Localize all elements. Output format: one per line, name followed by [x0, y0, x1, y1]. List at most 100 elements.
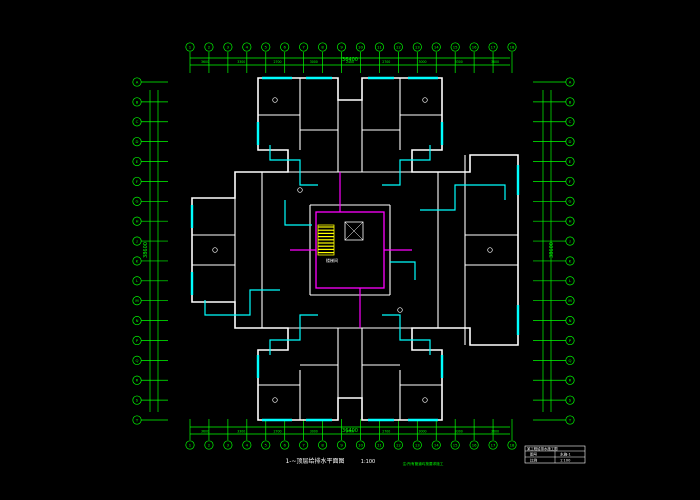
top-segment-dimension: 2700 [382, 60, 390, 64]
axis-letter-left: M [135, 298, 138, 303]
axis-number-bottom: 18 [510, 443, 515, 448]
axis-number-bottom: 1 [189, 443, 192, 448]
annotation-layer: 1122334455667788991010111112121313141415… [135, 45, 572, 448]
fixture-symbol [272, 397, 278, 403]
axis-bubble-left [132, 97, 142, 107]
axis-number-top: 15 [453, 45, 458, 50]
top-segment-dimension: 2400 [346, 60, 354, 64]
axis-bubble-bottom [261, 440, 271, 450]
stair-label: 楼梯间 [326, 257, 338, 263]
water-supply-pipe [390, 261, 416, 280]
bottom-segment-dimension: 3000 [310, 430, 318, 434]
axis-number-top: 18 [510, 45, 515, 50]
water-supply-pipe [204, 289, 280, 316]
axis-bubble-right [565, 256, 575, 266]
fixture-symbol [297, 187, 303, 193]
axis-number-bottom: 4 [246, 443, 249, 448]
drawing-note: 注:所有管道均按要求施工 [403, 461, 444, 466]
axis-letter-right: N [569, 318, 572, 323]
axis-bubble-left [132, 316, 142, 326]
title-block-r0c1: 水施-1 [560, 452, 571, 457]
fixture-symbol [422, 397, 428, 403]
axis-number-bottom: 17 [491, 443, 496, 448]
drawing-scale: 1:100 [361, 459, 375, 465]
axis-bubble-left [132, 176, 142, 186]
axis-bubble-bottom [185, 440, 195, 450]
axis-number-bottom: 10 [358, 443, 363, 448]
axis-letter-right: K [569, 258, 572, 263]
axis-bubble-top [412, 42, 422, 52]
axis-bubble-top [355, 42, 366, 52]
axis-bubble-right [565, 216, 575, 226]
axis-bubble-right [565, 355, 575, 365]
top-segment-dimension: 3600 [491, 60, 499, 64]
axis-letter-right: B [569, 99, 572, 104]
fixture-symbol [397, 307, 403, 313]
fixture-symbol [272, 97, 278, 103]
water-supply-pipe [269, 314, 318, 355]
axis-bubble-left [132, 156, 142, 167]
axis-letter-left: B [136, 99, 139, 104]
axis-letter-left: E [136, 159, 139, 164]
drain-ring-main [315, 211, 385, 289]
axis-bubble-left [132, 375, 142, 385]
axis-number-top: 6 [283, 45, 286, 50]
axis-bubble-top [450, 42, 460, 52]
axis-bubble-top [393, 42, 403, 52]
axis-bubble-bottom [318, 440, 328, 450]
axis-number-bottom: 14 [434, 443, 439, 448]
axis-number-bottom: 9 [340, 443, 343, 448]
axis-bubble-bottom [299, 440, 309, 450]
axis-letter-right: Q [569, 358, 572, 363]
axis-bubble-bottom [412, 440, 422, 450]
axis-letter-left: H [136, 219, 139, 224]
bottom-segment-dimension: 2700 [382, 430, 390, 434]
water-supply-pipe [382, 145, 431, 186]
axis-bubble-right [565, 276, 575, 286]
axis-letter-right: M [568, 298, 571, 303]
axis-bubble-bottom [469, 440, 479, 450]
axis-bubble-right [565, 117, 575, 127]
elevator-cross [344, 221, 364, 241]
fixture-symbol [422, 97, 428, 103]
axis-bubble-right [565, 176, 575, 186]
axis-bubble-left [132, 415, 142, 425]
axis-bubble-right [565, 196, 575, 206]
axis-letter-right: T [568, 417, 572, 422]
axis-letter-left: R [136, 378, 139, 383]
axis-bubble-bottom [280, 440, 290, 450]
axis-bubble-bottom [336, 440, 347, 450]
top-segment-dimension: 3000 [310, 60, 318, 64]
axis-bubble-left [132, 137, 142, 147]
axis-bubble-top [204, 42, 214, 52]
axis-number-bottom: 7 [302, 443, 305, 448]
axis-letter-left: A [136, 79, 139, 84]
axis-number-top: 10 [358, 45, 363, 50]
axis-bubble-right [565, 77, 575, 87]
axis-bubble-left [132, 236, 142, 246]
axis-bubble-right [565, 296, 575, 306]
axis-letter-right: G [569, 199, 572, 204]
axis-letter-left: N [136, 318, 139, 323]
axis-bubble-left [132, 395, 142, 405]
axis-letter-right: D [569, 139, 572, 144]
bottom-segment-dimension: 3300 [237, 430, 245, 434]
axis-letter-right: P [569, 338, 572, 343]
axis-number-top: 2 [208, 45, 211, 50]
axis-bubble-top [469, 42, 479, 52]
bottom-segment-dimension: 3600 [491, 430, 499, 434]
axis-number-bottom: 5 [265, 443, 268, 448]
axis-bubble-top [223, 42, 233, 52]
axis-bubble-bottom [393, 440, 403, 450]
axis-bubble-left [132, 355, 142, 365]
axis-bubble-left [132, 77, 142, 87]
axis-number-top: 13 [415, 45, 420, 50]
axis-bubble-top [242, 42, 252, 52]
axis-bubble-left [132, 296, 142, 306]
axis-number-top: 11 [377, 45, 382, 50]
axis-letter-right: R [569, 378, 572, 383]
bottom-segment-dimension: 3600 [201, 430, 209, 434]
axis-letter-right: F [569, 179, 571, 184]
axis-bubble-top [280, 42, 290, 52]
